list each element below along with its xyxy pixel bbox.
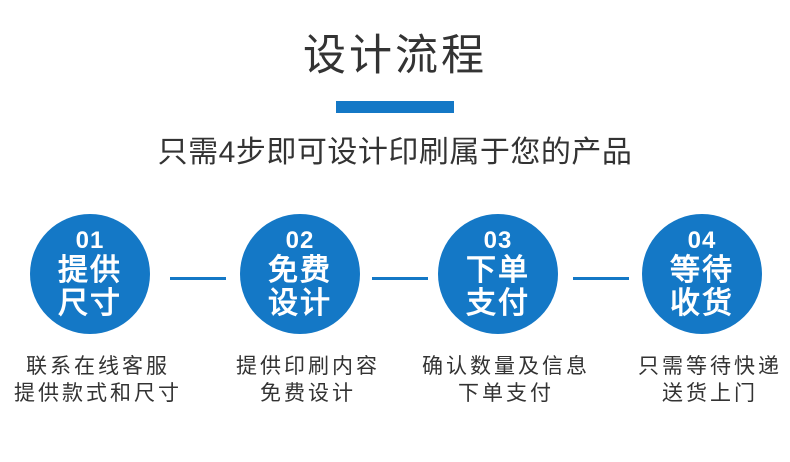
page-title: 设计流程 [303,32,487,80]
step-label-line2: 尺寸 [58,287,122,320]
step-caption-line2: 下单支付 [458,382,554,405]
step-circle-1: 01 提供 尺寸 [30,214,150,334]
step-connector-line-1 [170,277,226,280]
step-caption-3: 确认数量及信息 下单支付 [401,353,611,407]
step-circle-4: 04 等待 收货 [642,214,762,334]
step-label-line2: 支付 [466,287,530,320]
step-column-2: 02 免费 设计 提供印刷内容 免费设计 [195,214,405,407]
step-connector-line-2 [372,277,428,280]
step-label-line1: 提供 [58,254,122,287]
step-number: 03 [483,227,513,254]
page-subtitle: 只需4步即可设计印刷属于您的产品 [157,136,633,169]
step-label-line1: 等待 [670,254,734,287]
step-column-3: 03 下单 支付 确认数量及信息 下单支付 [393,214,603,407]
step-label-line2: 收货 [670,287,734,320]
step-caption-line2: 提供款式和尺寸 [14,382,182,405]
step-column-1: 01 提供 尺寸 联系在线客服 提供款式和尺寸 [0,214,195,407]
step-circle-2: 02 免费 设计 [240,214,360,334]
step-number: 01 [75,227,105,254]
title-underline-bar [336,101,454,113]
step-connector-line-3 [573,277,629,280]
step-caption-line1: 联系在线客服 [26,355,170,378]
step-number: 02 [285,227,315,254]
step-caption-1: 联系在线客服 提供款式和尺寸 [0,353,203,407]
step-caption-line2: 送货上门 [662,382,758,405]
step-caption-line2: 免费设计 [260,382,356,405]
step-caption-line1: 提供印刷内容 [236,355,380,378]
step-number: 04 [687,227,717,254]
steps-row: 01 提供 尺寸 联系在线客服 提供款式和尺寸 02 免费 设计 提供印刷内容 … [0,214,790,414]
step-column-4: 04 等待 收货 只需等待快递 送货上门 [597,214,790,407]
step-circle-3: 03 下单 支付 [438,214,558,334]
step-caption-4: 只需等待快递 送货上门 [605,353,790,407]
step-caption-line1: 只需等待快递 [638,355,782,378]
step-label-line1: 下单 [466,254,530,287]
step-label-line1: 免费 [268,254,332,287]
step-label-line2: 设计 [268,287,332,320]
step-caption-line1: 确认数量及信息 [422,355,590,378]
step-caption-2: 提供印刷内容 免费设计 [203,353,413,407]
